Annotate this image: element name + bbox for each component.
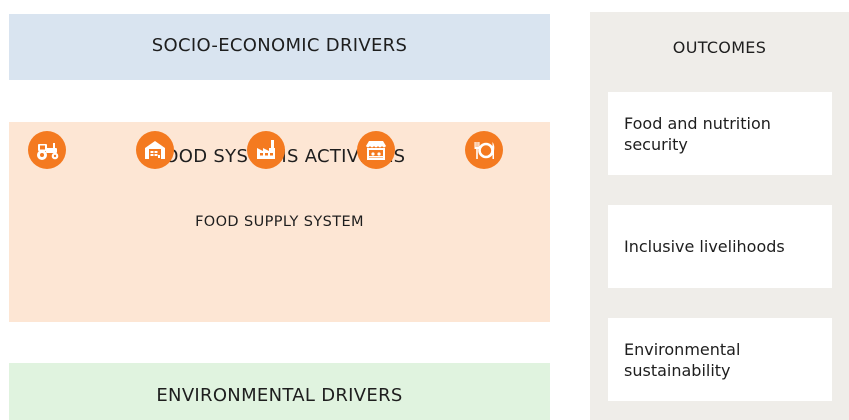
outcome-label: Food and nutrition security xyxy=(624,113,771,155)
outcome-card-food-nutrition-security: Food and nutrition security xyxy=(608,92,832,175)
outcome-label-line: Environmental xyxy=(624,339,741,359)
plate-cutlery-icon xyxy=(465,131,503,169)
tractor-icon xyxy=(28,131,66,169)
factory-icon xyxy=(247,131,285,169)
market-stall-icon xyxy=(357,131,395,169)
environmental-drivers-box: ENVIRONMENTAL DRIVERS xyxy=(9,363,550,420)
outcome-label-line: Inclusive livelihoods xyxy=(624,237,785,256)
outcome-label-line: security xyxy=(624,134,688,154)
environmental-drivers-label: ENVIRONMENTAL DRIVERS xyxy=(156,385,403,406)
outcomes-title: OUTCOMES xyxy=(672,38,767,57)
warehouse-icon xyxy=(136,131,174,169)
socio-economic-drivers-box: SOCIO-ECONOMIC DRIVERS xyxy=(9,14,550,80)
outcome-label-line: sustainability xyxy=(624,360,731,380)
outcome-label: Inclusive livelihoods xyxy=(624,236,785,257)
outcome-label: Environmental sustainability xyxy=(624,339,740,381)
socio-economic-drivers-label: SOCIO-ECONOMIC DRIVERS xyxy=(151,35,408,56)
outcome-card-environmental-sustainability: Environmental sustainability xyxy=(608,318,832,401)
outcome-label-line: Food and nutrition xyxy=(624,113,771,133)
outcomes-panel: OUTCOMES Food and nutrition security Inc… xyxy=(590,12,849,420)
outcome-card-inclusive-livelihoods: Inclusive livelihoods xyxy=(608,205,832,288)
food-supply-system-label: FOOD SUPPLY SYSTEM xyxy=(195,214,364,230)
